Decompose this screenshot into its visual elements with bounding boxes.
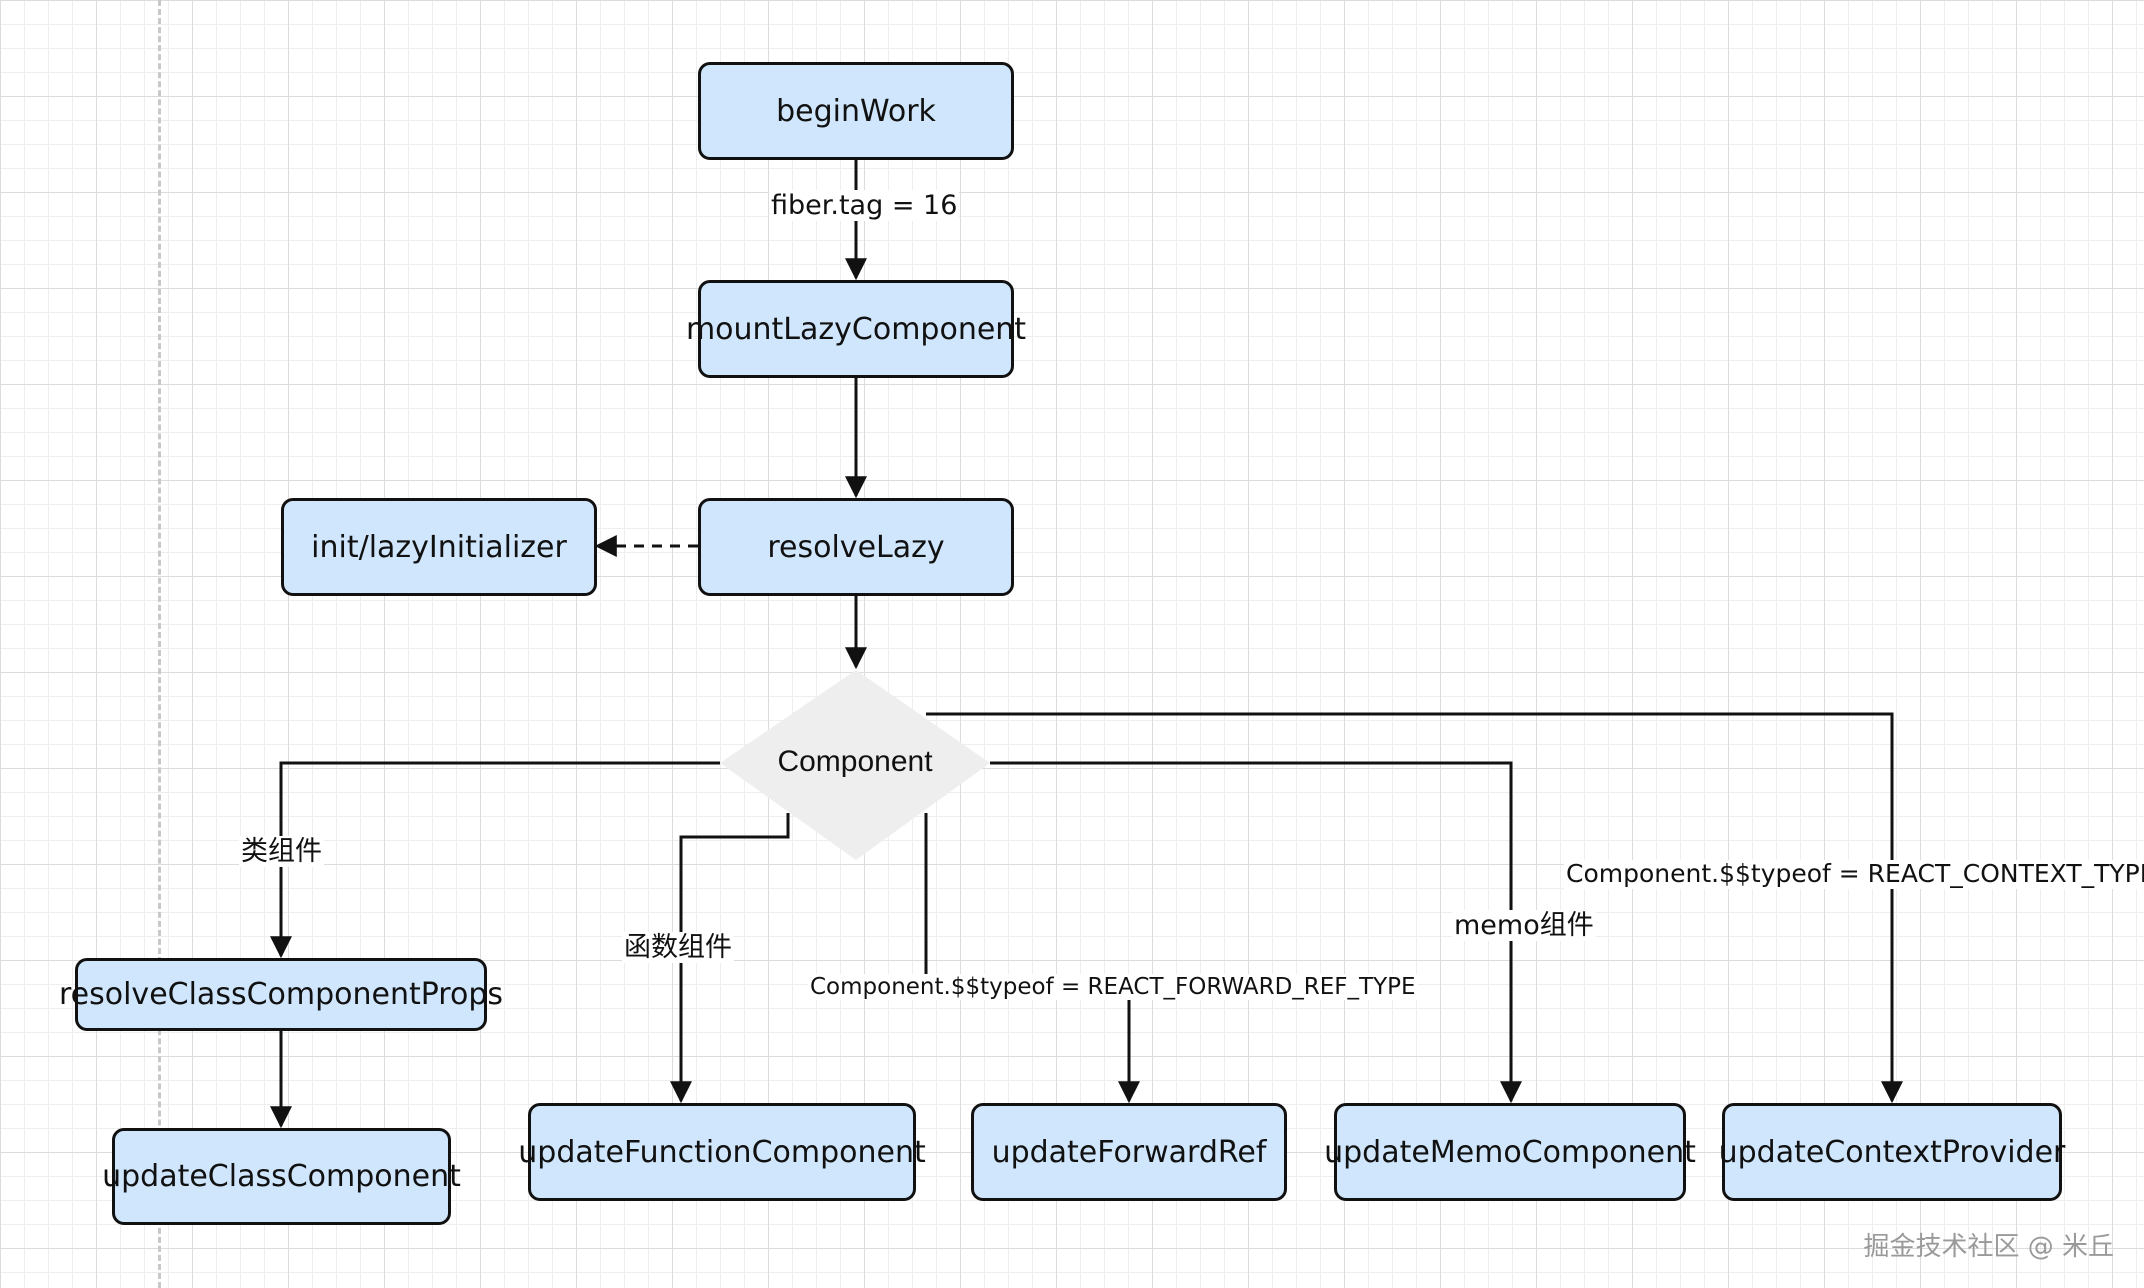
node-update-memo-component[interactable]: updateMemoComponent — [1324, 1103, 1696, 1201]
dashed-guide-line — [158, 0, 161, 1288]
edge-label-class-component: 类组件 — [239, 836, 324, 868]
watermark: 掘金技术社区 @ 米丘 — [1863, 1232, 2114, 1262]
edge-label-memo-component: memo组件 — [1452, 910, 1596, 942]
edge-label-context-type: Component.$$typeof = REACT_CONTEXT_TYPE — [1564, 859, 2144, 889]
edge-label-forward-ref: Component.$$typeof = REACT_FORWARD_REF_T… — [808, 974, 1418, 1001]
node-update-class-component[interactable]: updateClassComponent — [102, 1128, 461, 1225]
node-begin-work[interactable]: beginWork — [698, 62, 1014, 160]
node-resolve-lazy[interactable]: resolveLazy — [698, 498, 1014, 596]
component-diamond — [720, 670, 990, 860]
edge-label-fiber-tag: fiber.tag = 16 — [769, 190, 960, 222]
diamond-label-component: Component — [777, 745, 933, 778]
node-update-forward-ref[interactable]: updateForwardRef — [971, 1103, 1287, 1201]
node-update-context-provider[interactable]: updateContextProvider — [1719, 1103, 2065, 1201]
node-update-function-component[interactable]: updateFunctionComponent — [518, 1103, 926, 1201]
edge-component-to-resolveclassprops — [270, 761, 720, 959]
node-resolve-class-component-props[interactable]: resolveClassComponentProps — [59, 958, 503, 1031]
edge-component-to-updateforwardref — [924, 813, 1140, 1104]
edge-component-to-updatefunction — [670, 813, 790, 1104]
edge-component-to-updatecontextprovider — [926, 712, 1903, 1104]
node-mount-lazy-component[interactable]: mountLazyComponent — [686, 280, 1026, 378]
node-init-lazy-initializer[interactable]: init/lazyInitializer — [281, 498, 597, 596]
edge-component-to-updatememo — [990, 761, 1522, 1104]
edge-label-function-component: 函数组件 — [622, 932, 734, 964]
